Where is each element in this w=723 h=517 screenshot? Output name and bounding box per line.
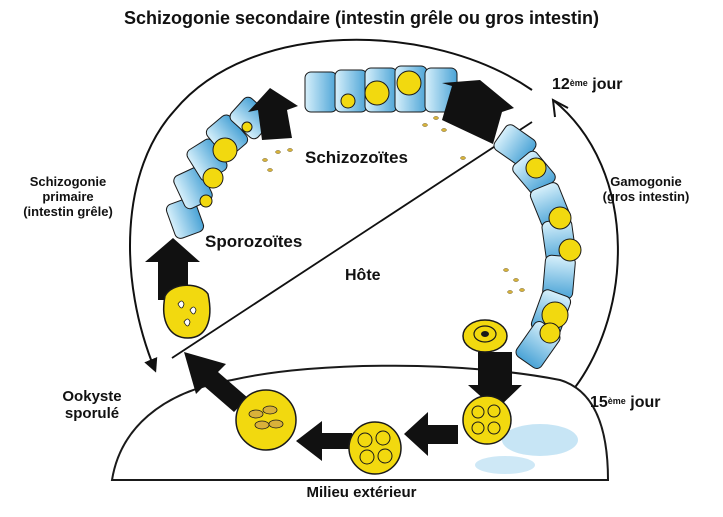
- label-day-12: 12ème jour: [552, 76, 622, 94]
- day-12-superscript: ème: [569, 78, 588, 88]
- epithelium-top: [304, 65, 458, 113]
- label-sporulated-oocyst: Ookyste sporulé: [62, 388, 122, 423]
- oocyst-icon: [348, 421, 402, 475]
- host-divider-line: [171, 121, 533, 359]
- outer-cycle-arc-left: [129, 38, 533, 373]
- label-external-environment: Milieu extérieur: [306, 484, 417, 501]
- epithelium-left: [165, 96, 273, 239]
- label-schizozoites: Schizozoïtes: [305, 148, 408, 167]
- label-primary-schizogony: Schizogonie primaire (intestin grêle): [23, 174, 113, 219]
- outer-cycle-arc-right: [552, 99, 619, 403]
- epithelium-right: [493, 124, 582, 369]
- label-gamogony: Gamogonie (gros intestin): [602, 174, 690, 204]
- oocyst-icon: [235, 389, 297, 451]
- day-15-word: jour: [630, 394, 661, 411]
- oocyst-icon: [462, 395, 512, 445]
- label-sporozoites: Sporozoïtes: [205, 232, 303, 251]
- water-patch: [502, 424, 578, 456]
- day-15-superscript: ème: [607, 396, 626, 406]
- day-15-number: 15: [590, 394, 608, 411]
- outer-arc-arrowhead-top: [551, 98, 569, 118]
- label-day-15: 15ème jour: [590, 394, 660, 412]
- water-patch: [475, 456, 535, 474]
- day-12-number: 12: [552, 76, 570, 93]
- label-host: Hôte: [345, 267, 381, 284]
- oocyst-icon: [462, 319, 508, 353]
- diagram-title: Schizogonie secondaire (intestin grêle o…: [123, 8, 600, 28]
- oocyst-icon: [163, 284, 211, 339]
- day-12-word: jour: [592, 76, 623, 93]
